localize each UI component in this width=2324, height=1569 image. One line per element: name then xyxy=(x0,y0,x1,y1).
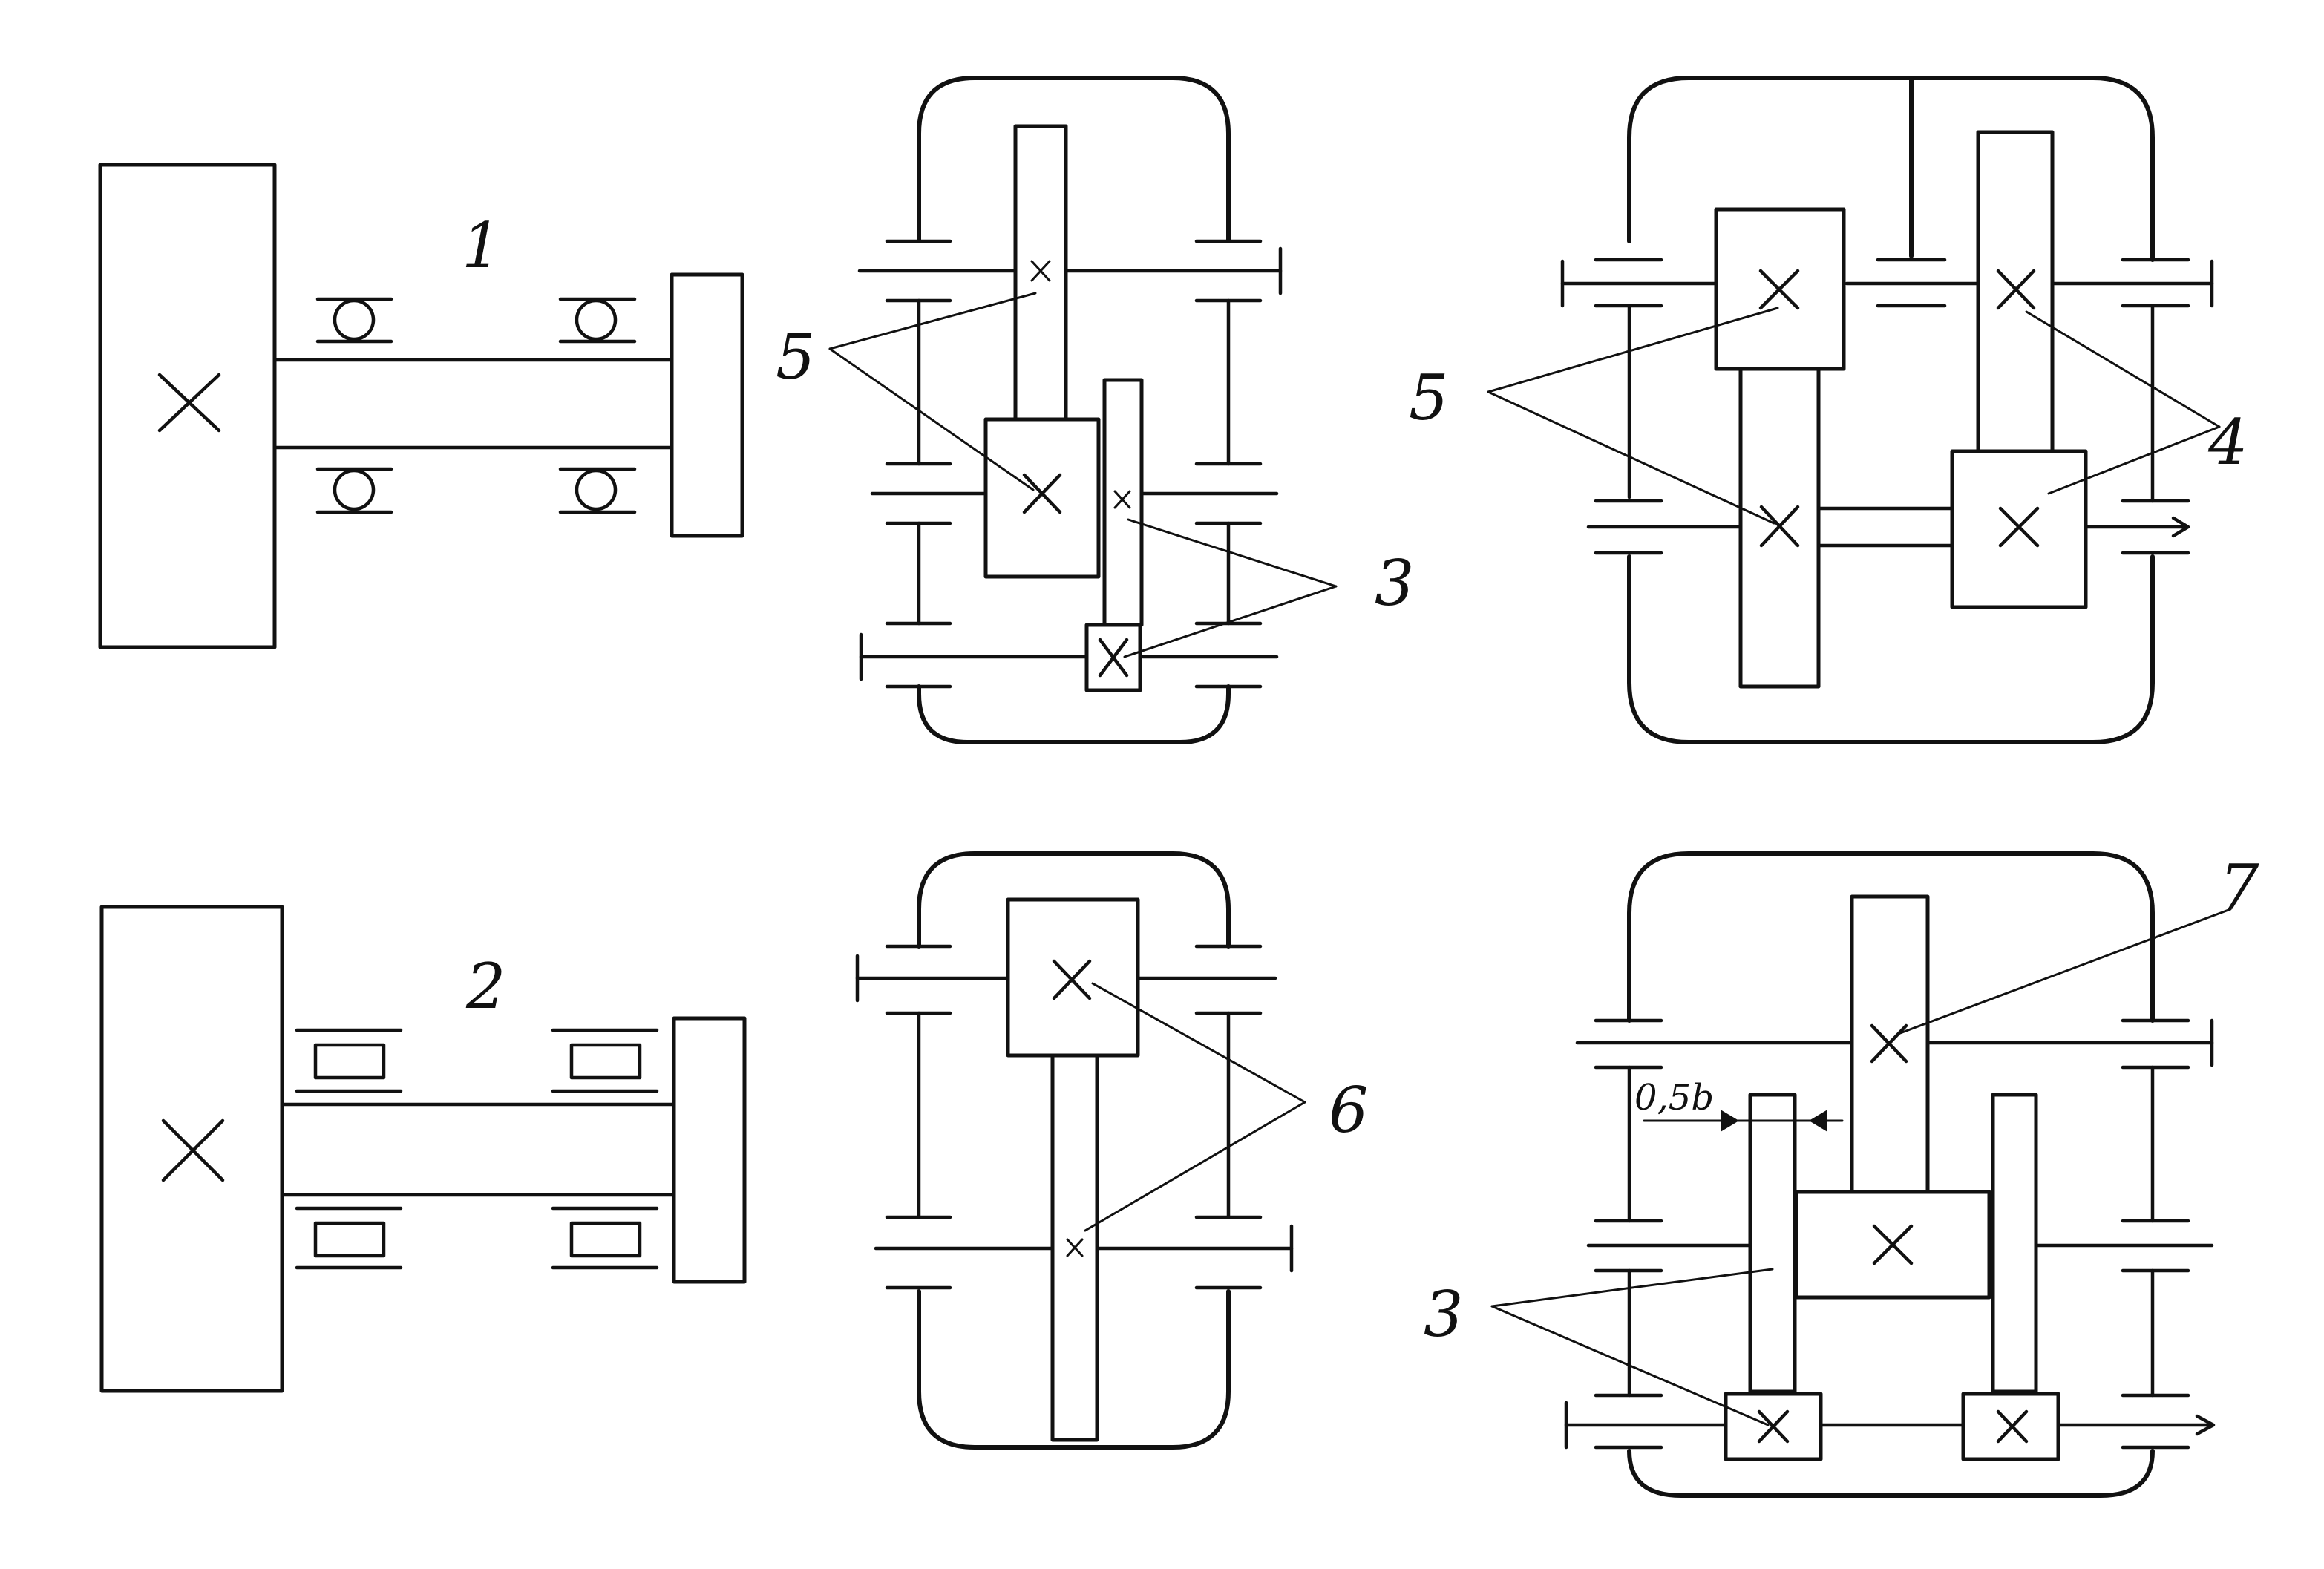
right-hub-block xyxy=(672,1016,747,1284)
callout-5: 5 xyxy=(776,321,815,393)
callout-3: 3 xyxy=(1424,1278,1463,1351)
figure-number-1: 1 xyxy=(462,209,501,282)
housing-top xyxy=(1627,851,2155,1023)
roller-bearing xyxy=(295,1028,403,1093)
ball-bearing xyxy=(558,467,637,514)
gear-wheel-left xyxy=(1748,1093,1797,1394)
gearbox-bottom-right: 0,5b 7 3 xyxy=(1424,851,2259,1498)
gear-wheel-narrow xyxy=(1102,378,1144,627)
gear-wheel-tall xyxy=(1013,124,1068,422)
shaft-assembly-roller-bearings: 2 xyxy=(99,905,747,1393)
callout-4: 4 xyxy=(2207,406,2248,479)
gear-wheel-right xyxy=(1991,1093,2038,1394)
gearbox-top-middle: 5 3 xyxy=(776,76,1414,744)
dimension-label: 0,5b xyxy=(1634,1077,1714,1118)
callout-3: 3 xyxy=(1375,547,1414,620)
figure-number-2: 2 xyxy=(465,950,505,1023)
roller-bearing xyxy=(551,1028,659,1093)
shaft-assembly-ball-bearings: 1 xyxy=(98,163,744,649)
callout-7: 7 xyxy=(2219,851,2259,924)
gearbox-top-right: 5 4 xyxy=(1409,76,2248,744)
housing-top xyxy=(917,851,1231,949)
ball-bearing xyxy=(315,467,393,514)
callout-6: 6 xyxy=(1329,1074,1368,1147)
housing-bottom xyxy=(1627,554,2155,744)
roller-bearing xyxy=(295,1206,403,1270)
cross-mark xyxy=(157,373,221,433)
housing-top xyxy=(917,76,1231,243)
housing-bottom xyxy=(917,684,1231,744)
gear-pinion-wide xyxy=(983,417,1101,579)
ball-bearing xyxy=(558,297,637,344)
callout-5: 5 xyxy=(1409,361,1448,434)
roller-bearing xyxy=(551,1206,659,1270)
housing-bottom xyxy=(917,1289,1231,1450)
housing-bottom xyxy=(1627,1449,2155,1498)
housing-top xyxy=(1627,76,2155,262)
ball-bearing xyxy=(315,297,393,344)
right-hub-block xyxy=(670,272,744,538)
gearbox-bottom-middle: 6 xyxy=(855,851,1368,1450)
cross-mark xyxy=(161,1118,225,1182)
